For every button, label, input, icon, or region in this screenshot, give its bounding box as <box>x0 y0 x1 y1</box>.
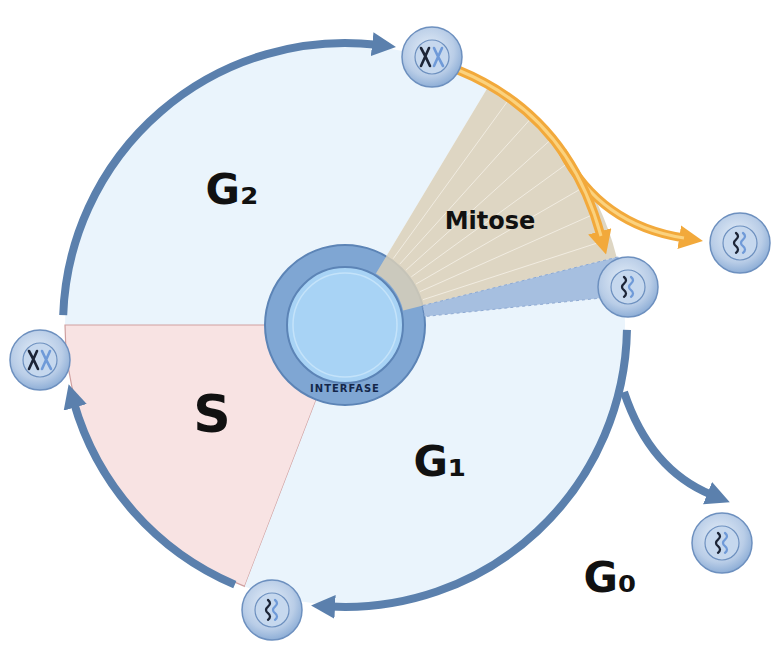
phase-label: G₁ <box>414 438 467 486</box>
label-holder: G₀ <box>0 0 53 48</box>
cycle-arrow <box>330 330 627 607</box>
cell-icon <box>402 27 462 87</box>
spindle-ray <box>423 240 608 300</box>
phase-label: Mitose <box>445 208 536 236</box>
spindle-ray <box>400 120 530 264</box>
cell-icon <box>242 580 302 640</box>
cell-icon <box>710 213 770 273</box>
cycle-arrow <box>74 403 235 585</box>
spindle-ray <box>406 140 550 270</box>
arrow-highlight <box>562 151 684 238</box>
phase-sector: Mitose <box>65 45 625 605</box>
ring-label: INTERFASE <box>310 383 380 395</box>
phase-label: G₀ <box>584 554 637 602</box>
mitosis-arrow <box>562 151 684 238</box>
exit-arrow <box>624 392 712 495</box>
spindle-ray <box>416 187 584 284</box>
node-shape <box>65 45 625 605</box>
phase-label: S <box>193 385 230 445</box>
ring-highlight <box>293 273 397 377</box>
mitosis-arrow <box>458 70 601 236</box>
division-strip <box>423 257 626 317</box>
arrow-highlight <box>458 70 601 236</box>
cycle-arrow <box>63 43 377 315</box>
sector-shape <box>376 85 617 310</box>
cell-icon <box>10 330 70 390</box>
cell-icon <box>692 513 752 573</box>
cell-icon <box>598 257 658 317</box>
phase-label: G₂ <box>206 166 259 214</box>
ring-inner <box>287 267 403 383</box>
